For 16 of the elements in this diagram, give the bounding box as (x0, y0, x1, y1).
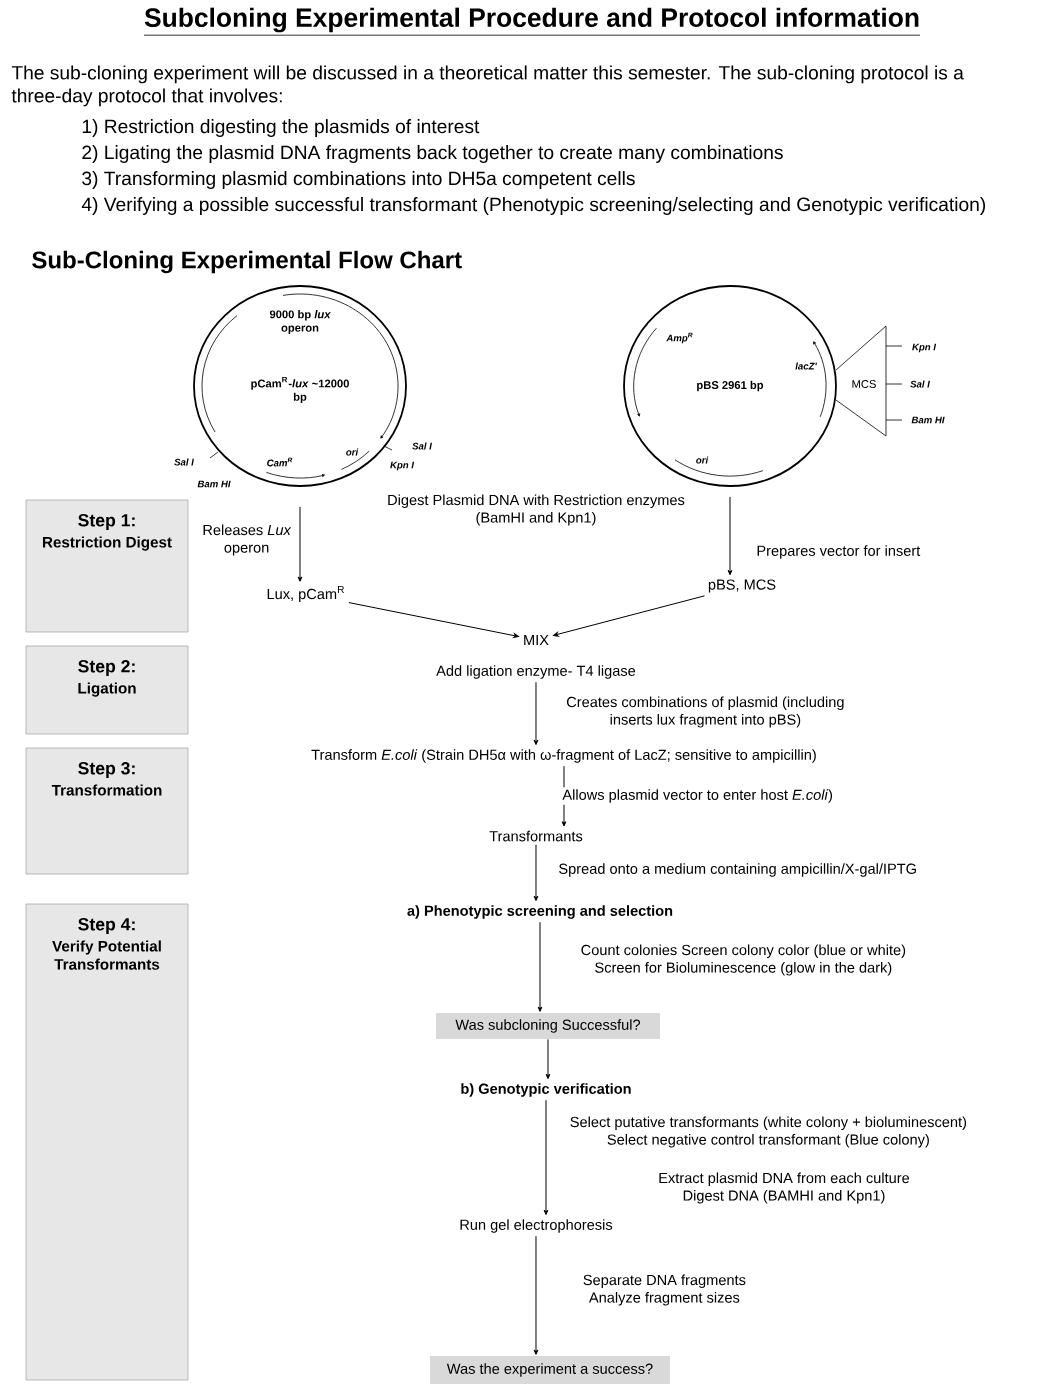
title: Subcloning Experimental Procedure and Protocol information (143, 7, 921, 36)
arrow (553, 595, 705, 637)
arrow (533, 1235, 539, 1355)
arrow (533, 681, 539, 746)
arrow (297, 506, 303, 582)
list-item: 1) Restriction digesting the plasmids of interest (82, 119, 480, 137)
intro-paragraph: The sub-cloning experiment will be discussed in a theoretical matter this semester. The sub-cloning protocol is a three-day protocol that involves: (11, 65, 964, 107)
arrow (543, 1099, 549, 1216)
list-item: 4) Verifying a possible successful transformant (Phenotypic screening/selecting and Genotypic verification) (81, 197, 986, 215)
arrow (533, 844, 539, 901)
arrow (727, 496, 733, 576)
arrow (537, 921, 543, 1012)
arrow (545, 1038, 551, 1080)
list-item: 3) Transforming plasmid combinations into DH5a competent cells (82, 171, 635, 189)
arrow (348, 602, 519, 638)
list-item: 2) Ligating the plasmid DNA fragments back together to create many combinations (82, 145, 783, 163)
